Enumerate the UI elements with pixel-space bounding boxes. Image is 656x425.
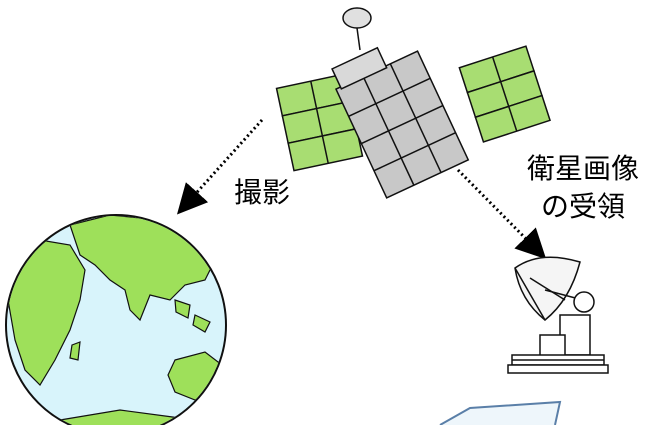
receive-label-line2: の受領	[540, 190, 625, 223]
receive-label-line1: 衛星画像	[526, 152, 639, 185]
ground-station-dish-icon	[507, 256, 609, 374]
partial-box-shape	[439, 400, 562, 425]
satellite-icon	[275, 7, 551, 199]
earth-globe-icon	[5, 214, 227, 425]
shooting-label: 撮影	[234, 176, 291, 209]
receive-image-label: 衛星画像 の受領	[508, 150, 656, 226]
shooting-arrow	[176, 118, 264, 215]
